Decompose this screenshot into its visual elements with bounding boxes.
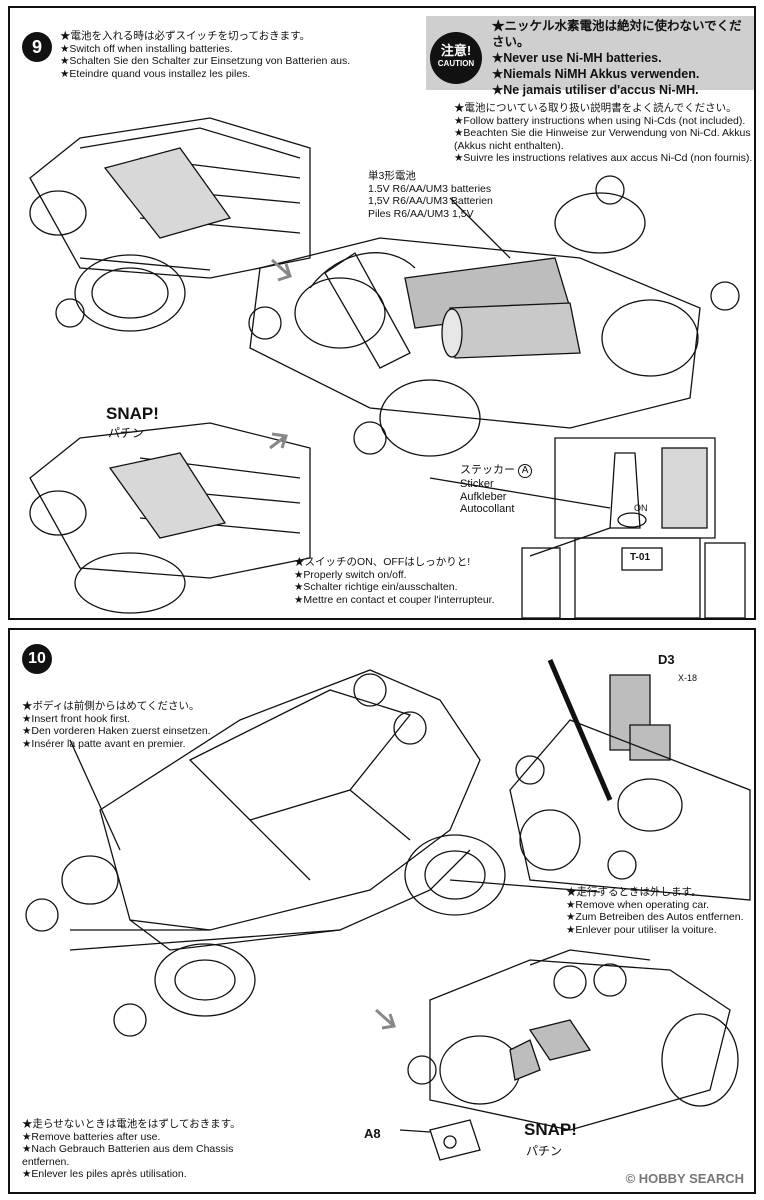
- note-line: ★Properly switch on/off.: [294, 568, 407, 581]
- note-line: ★電池を入れる時は必ずスイッチを切っておきます。: [60, 30, 311, 42]
- step-number-10: 10: [22, 644, 52, 674]
- sticker-label-line: Aufkleber: [460, 490, 507, 503]
- part-a-marker: A: [518, 464, 533, 478]
- switch-off-note: ★電池を入れる時は必ずスイッチを切っておきます。 ★Switch off whe…: [60, 30, 350, 80]
- step-10-panel: 10 ★ボディは前側からはめてください。 ★Insert front hook …: [8, 628, 756, 1194]
- note-line: (Akkus nicht enthalten).: [454, 139, 564, 152]
- step-9-illustration: [29, 117, 746, 618]
- note-line: ★Beachten Sie die Hinweise zur Verwendun…: [454, 127, 751, 139]
- step-9-panel: 9 ★電池を入れる時は必ずスイッチを切っておきます。 ★Switch off w…: [8, 6, 756, 620]
- caution-badge-jp: 注意!: [440, 43, 472, 58]
- chassis-drawing-top-left: [29, 117, 311, 332]
- rear-roller-drawing: [509, 659, 751, 901]
- note-line: ★Den vorderen Haken zuerst einsetzen.: [22, 725, 211, 737]
- note-line: ★Schalten Sie den Schalter zur Einsetzun…: [60, 55, 351, 67]
- screw-x18-label: X-18: [678, 673, 698, 683]
- note-line: ★Remove batteries after use.: [22, 1130, 161, 1143]
- sticker-label-jp: ステッカー A: [460, 464, 533, 478]
- remove-batteries-note: ★走らせないときは電池をはずしておきます。 ★Remove batteries …: [22, 1118, 241, 1181]
- sticker-label-line: Sticker: [460, 478, 494, 490]
- chassis-drawing-battery: [248, 175, 740, 457]
- part-d3-label: D3: [658, 652, 675, 667]
- note-line: ★Insérer la patte avant en premier.: [22, 737, 186, 750]
- battery-label-line: 1.5V R6/AA/UM3 batteries: [368, 182, 492, 195]
- body-shell-drawing: [25, 669, 506, 1037]
- sticker-label-line: Autocollant: [460, 503, 515, 515]
- snap-label: SNAP!: [106, 404, 159, 423]
- note-line: ★Nach Gebrauch Batterien aus dem Chassis: [22, 1143, 234, 1155]
- nicd-note: ★電池についている取り扱い説明書をよく読んでください。 ★Follow batt…: [454, 102, 752, 165]
- battery-label-line: 1,5V R6/AA/UM3 Batterien: [368, 195, 493, 207]
- note-line: ★スイッチのON、OFFはしっかりと!: [294, 556, 471, 568]
- sticker-label: ステッカー A Sticker Aufkleber Autocollant: [460, 464, 533, 516]
- battery-label-line: Piles R6/AA/UM3 1,5V: [368, 207, 474, 220]
- on-label: ON: [634, 503, 648, 513]
- note-line: ★Enlever les piles après utilisation.: [22, 1168, 187, 1180]
- note-line: ★Mettre en contact et couper l'interrupt…: [294, 593, 495, 606]
- note-line: entfernen.: [22, 1155, 70, 1168]
- caution-line: ★Niemals NiMH Akkus verwenden.: [492, 67, 700, 81]
- battery-label-line: 単3形電池: [368, 170, 416, 182]
- watermark: © HOBBY SEARCH: [625, 1171, 744, 1186]
- note-line: ★Schalter richtige ein/ausschalten.: [294, 581, 458, 593]
- caution-badge-en: CAUTION: [437, 59, 475, 68]
- note-line: ★Eteindre quand vous installez les piles…: [60, 67, 251, 80]
- chassis-code: T-01: [630, 552, 651, 563]
- step-10-illustration: [25, 659, 751, 1161]
- snap-label-jp: パチン: [108, 426, 145, 440]
- note-line: ★Enlever pour utiliser la voiture.: [566, 923, 717, 936]
- snap-label-jp: パチン: [526, 1144, 563, 1158]
- battery-label: 単3形電池 1.5V R6/AA/UM3 batteries 1,5V R6/A…: [368, 170, 493, 220]
- caution-badge: 注意! CAUTION: [430, 32, 482, 84]
- note-line: ★Follow battery instructions when using …: [454, 114, 746, 127]
- note-line: ★電池についている取り扱い説明書をよく読んでください。: [454, 102, 737, 114]
- operating-note: ★走行するときは外します。 ★Remove when operating car…: [566, 886, 744, 936]
- battery-removal-drawing: [399, 949, 739, 1161]
- caution-line: ★ニッケル水素電池は絶対に使わないでください。: [492, 19, 742, 49]
- caution-line: ★Ne jamais utiliser d'accus Ni-MH.: [492, 83, 699, 97]
- part-a8-label: A8: [364, 1126, 381, 1141]
- step-number-9: 9: [22, 32, 52, 62]
- caution-line: ★Never use Ni-MH batteries.: [492, 51, 662, 65]
- note-line: ★走らせないときは電池をはずしておきます。: [22, 1118, 241, 1130]
- front-hook-note: ★ボディは前側からはめてください。 ★Insert front hook fir…: [22, 700, 211, 750]
- note-line: ★Remove when operating car.: [566, 898, 710, 911]
- note-line: ★走行するときは外します。: [566, 886, 702, 898]
- note-line: ★Suivre les instructions relatives aux a…: [454, 152, 753, 164]
- snap-label: SNAP!: [524, 1120, 577, 1139]
- chassis-drawing-bottom-left: [29, 422, 311, 614]
- chassis-drawing-underside: [521, 437, 746, 618]
- note-line: ★ボディは前側からはめてください。: [22, 700, 200, 712]
- note-line: ★Switch off when installing batteries.: [60, 42, 233, 55]
- switch-onoff-note: ★スイッチのON、OFFはしっかりと! ★Properly switch on/…: [294, 556, 495, 606]
- caution-text: ★ニッケル水素電池は絶対に使わないでください。 ★Never use Ni-MH…: [492, 18, 754, 98]
- note-line: ★Insert front hook first.: [22, 712, 131, 725]
- sticker-label-jp-text: ステッカー: [460, 464, 515, 476]
- note-line: ★Zum Betreiben des Autos entfernen.: [566, 911, 744, 923]
